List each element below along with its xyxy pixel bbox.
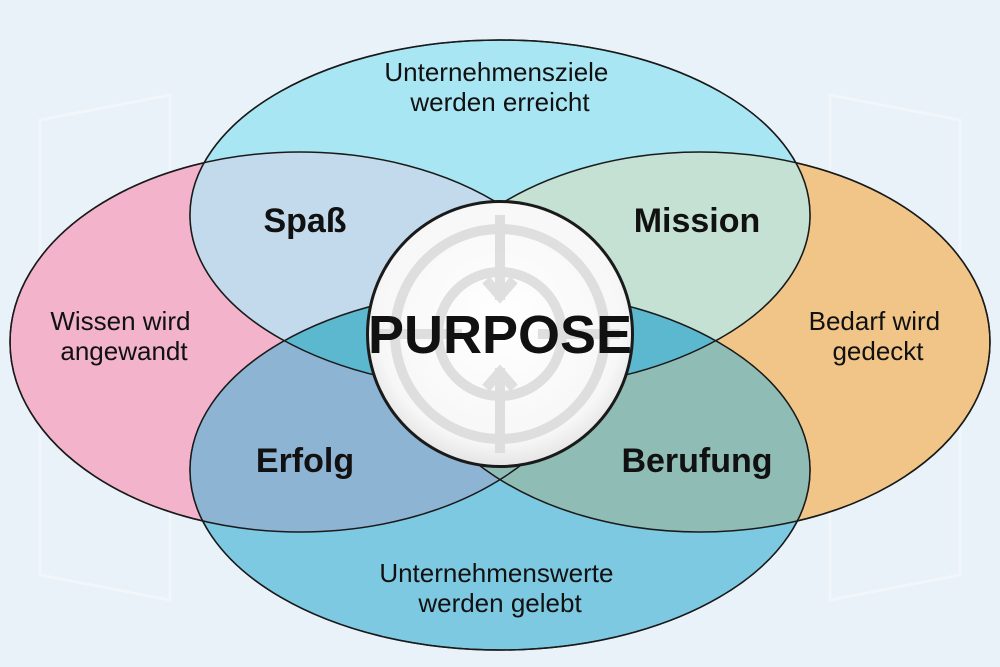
right-circle-label-line1: Bedarf wird — [809, 306, 941, 336]
overlap-bottom-left-label: Erfolg — [256, 442, 354, 480]
bottom-circle-label: Unternehmenswerte werden gelebt — [379, 558, 620, 618]
center-target: PURPOSE — [366, 200, 634, 468]
overlap-top-left-label: Spaß — [263, 202, 346, 240]
bottom-circle-label-line2: werden gelebt — [417, 588, 582, 618]
right-circle-label-line2: gedeckt — [832, 336, 924, 366]
top-circle-label: Unternehmensziele werden erreicht — [384, 57, 615, 117]
left-circle-label-line2: angewandt — [60, 336, 188, 366]
top-circle-label-line2: werden erreicht — [409, 87, 590, 117]
right-circle-label: Bedarf wird gedeckt — [809, 306, 948, 366]
top-circle-label-line1: Unternehmensziele — [384, 57, 608, 87]
bottom-circle-label-line1: Unternehmenswerte — [379, 558, 613, 588]
left-circle-label: Wissen wird angewandt — [50, 306, 197, 366]
overlap-top-right-label: Mission — [634, 202, 761, 240]
left-circle-label-line1: Wissen wird — [50, 306, 190, 336]
center-label: PURPOSE — [368, 305, 632, 365]
target-icon — [380, 215, 620, 453]
overlap-bottom-right-label: Berufung — [621, 442, 772, 480]
